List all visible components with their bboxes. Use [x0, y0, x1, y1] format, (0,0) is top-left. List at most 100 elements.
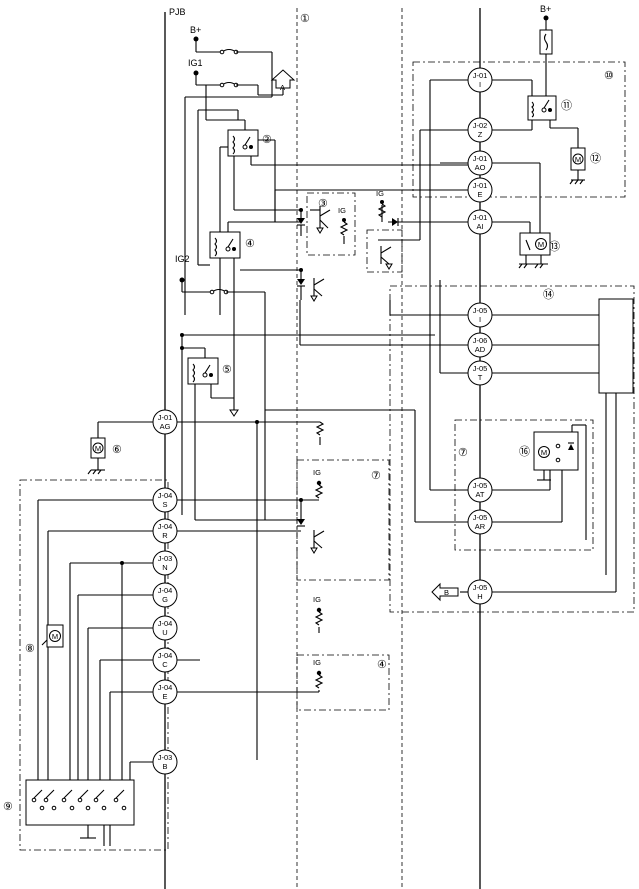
- svg-text:N: N: [162, 563, 167, 572]
- conn-r-j05-t: J-05 T: [467, 360, 493, 386]
- svg-text:B: B: [162, 762, 167, 771]
- relay-4: [197, 109, 300, 417]
- conn-j01-ag: J-01 AG: [152, 409, 178, 435]
- conn-j04-g: J-04 G: [152, 582, 178, 608]
- callout-7-left: ⑦: [371, 470, 381, 482]
- callout-12: ⑫: [590, 152, 601, 165]
- callout-16: ⑯: [519, 445, 530, 458]
- svg-text:M: M: [575, 155, 581, 164]
- callout-1: ①: [300, 13, 310, 25]
- boundary-4-lower: [296, 654, 390, 711]
- svg-text:J-04: J-04: [158, 651, 173, 660]
- svg-text:J-01: J-01: [473, 154, 488, 163]
- diode-transistor-7-left: [177, 500, 325, 554]
- ig-resistor-g-u: IG: [313, 595, 324, 633]
- svg-text:AG: AG: [160, 422, 171, 431]
- left-wiring-to-switch: [37, 499, 153, 790]
- callout-3: ③: [318, 198, 328, 210]
- conn-j04-c: J-04 C: [152, 647, 178, 673]
- svg-text:I: I: [479, 80, 481, 89]
- svg-text:B+: B+: [540, 4, 551, 14]
- callout-10: ⑩: [604, 70, 614, 82]
- svg-text:J-02: J-02: [473, 121, 488, 130]
- svg-text:IG1: IG1: [188, 58, 203, 68]
- module-15: [492, 298, 634, 593]
- svg-text:T: T: [478, 373, 483, 382]
- relay-2: [205, 85, 470, 315]
- svg-text:IG: IG: [313, 468, 321, 477]
- svg-text:E: E: [477, 190, 482, 199]
- arrow-a: A: [270, 69, 296, 92]
- svg-text:S: S: [162, 500, 167, 509]
- svg-text:AO: AO: [475, 163, 486, 172]
- svg-text:C: C: [162, 660, 168, 669]
- svg-text:IG: IG: [313, 595, 321, 604]
- boundary-transistor-right: [366, 229, 403, 273]
- svg-text:M: M: [95, 444, 101, 453]
- svg-text:J-01: J-01: [473, 213, 488, 222]
- callout-9: ⑨: [3, 801, 13, 813]
- ig-resistor-7-left: IG: [177, 468, 324, 502]
- svg-text:AR: AR: [475, 522, 486, 531]
- svg-text:J-04: J-04: [158, 683, 173, 692]
- svg-text:AI: AI: [476, 222, 483, 231]
- conn-r-j05-ar: J-05 AR: [467, 509, 493, 535]
- callout-5: ⑤: [222, 364, 232, 376]
- svg-text:J-04: J-04: [158, 586, 173, 595]
- boundary-3: [306, 192, 356, 256]
- svg-text:H: H: [477, 592, 482, 601]
- conn-j04-e: J-04 E: [152, 679, 178, 705]
- svg-text:J-03: J-03: [158, 554, 173, 563]
- conn-r-j01-e: J-01 E: [467, 177, 493, 203]
- svg-text:R: R: [162, 531, 168, 540]
- svg-text:E: E: [162, 692, 167, 701]
- conn-j03-b: J-03 B: [152, 749, 178, 775]
- svg-text:M: M: [52, 632, 58, 641]
- switch-box-9: [25, 779, 135, 846]
- ag-resistor-branch: [177, 420, 325, 760]
- diode-transistor-3: IG: [297, 206, 349, 244]
- svg-text:J-05: J-05: [473, 583, 488, 592]
- relay-11: [492, 79, 579, 148]
- svg-text:IG: IG: [338, 206, 346, 215]
- svg-text:J-04: J-04: [158, 619, 173, 628]
- callout-6: ⑥: [112, 444, 122, 456]
- diode-transistor-lower: [297, 268, 325, 302]
- motor-12: M: [569, 147, 586, 185]
- conn-r-j01-ao: J-01 AO: [467, 150, 493, 176]
- svg-text:J-01: J-01: [158, 413, 173, 422]
- conn-j04-r: J-04 R: [152, 518, 178, 544]
- svg-text:AD: AD: [475, 345, 486, 354]
- svg-text:J-03: J-03: [158, 753, 173, 762]
- svg-text:J-05: J-05: [473, 306, 488, 315]
- svg-text:J-05: J-05: [473, 513, 488, 522]
- callout-7-right: ⑦: [458, 447, 468, 459]
- svg-text:J-01: J-01: [473, 71, 488, 80]
- conn-r-j05-at: J-05 AT: [467, 477, 493, 503]
- svg-text:M: M: [541, 448, 547, 457]
- svg-text:IG2: IG2: [175, 254, 190, 264]
- svg-text:J-04: J-04: [158, 491, 173, 500]
- boundary-14: [389, 285, 635, 613]
- conn-r-j01-ai: J-01 AI: [467, 209, 493, 235]
- conn-r-j05-h: J-05 H: [467, 579, 493, 605]
- svg-text:Z: Z: [478, 130, 483, 139]
- conn-r-j06-ad: J-06 AD: [467, 332, 493, 358]
- svg-text:J-05: J-05: [473, 481, 488, 490]
- b-plus-left-feed: B+: [184, 25, 273, 315]
- motor-6: M: [87, 421, 153, 475]
- svg-text:A: A: [280, 83, 285, 92]
- pjb-label: PJB: [169, 7, 186, 17]
- callout-4: ④: [245, 238, 255, 250]
- ig2-feed: IG2: [175, 254, 266, 520]
- svg-text:B: B: [444, 588, 449, 597]
- svg-text:G: G: [162, 595, 168, 604]
- svg-text:IG: IG: [313, 658, 321, 667]
- callout-14: ⑭: [543, 288, 554, 301]
- svg-text:B+: B+: [190, 25, 201, 35]
- relay-5: [180, 333, 435, 520]
- motor-13: M: [492, 162, 551, 269]
- svg-text:AT: AT: [475, 490, 484, 499]
- callout-4-lower: ④: [377, 659, 387, 671]
